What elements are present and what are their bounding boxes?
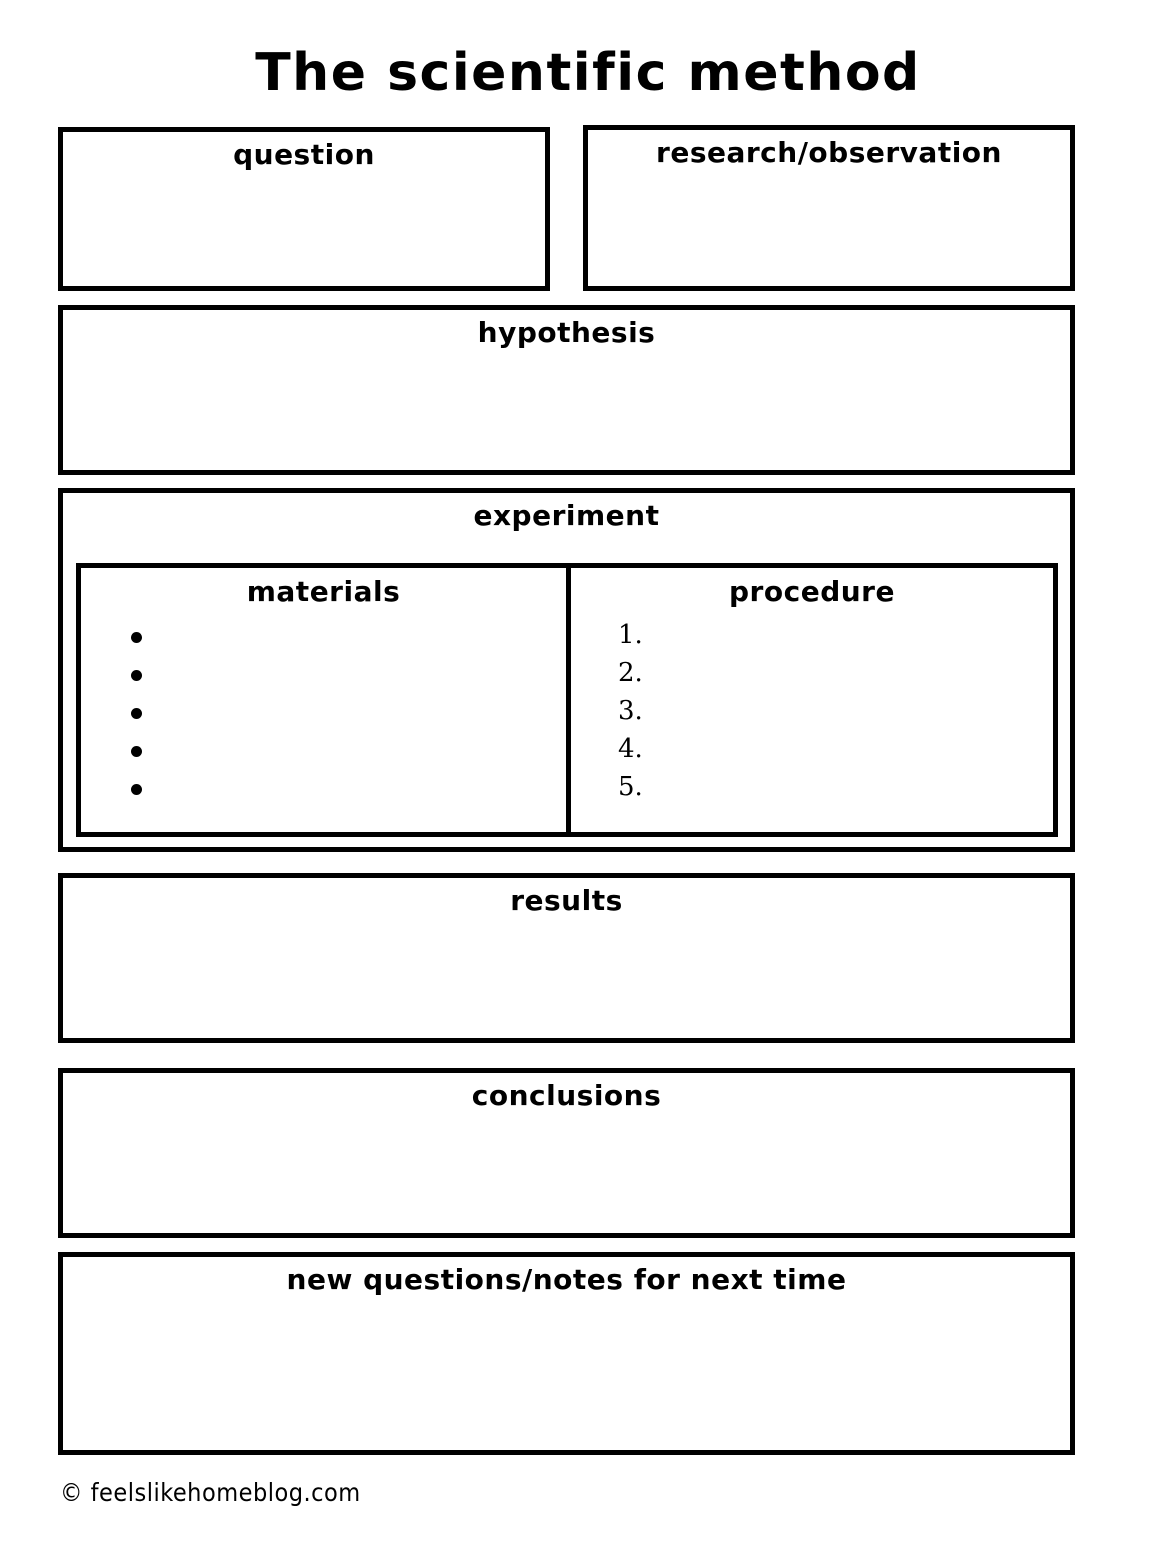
bullet-icon (131, 746, 142, 757)
section-experiment[interactable]: experiment materials procedure 1. 2. 3. (58, 488, 1075, 852)
bullet-icon (131, 784, 142, 795)
section-hypothesis[interactable]: hypothesis (58, 305, 1075, 475)
section-results-label: results (510, 884, 623, 917)
section-conclusions[interactable]: conclusions (58, 1068, 1075, 1238)
section-results[interactable]: results (58, 873, 1075, 1043)
section-research-observation[interactable]: research/observation (583, 125, 1075, 291)
list-item[interactable]: 4. (618, 734, 643, 764)
list-item[interactable]: 3. (618, 696, 643, 726)
copyright-footer: © feelslikehomeblog.com (60, 1478, 361, 1507)
bullet-icon (131, 632, 142, 643)
list-item[interactable]: 1. (618, 620, 643, 650)
section-research-observation-label: research/observation (656, 136, 1002, 169)
experiment-column-materials[interactable]: materials (81, 568, 566, 832)
section-conclusions-label: conclusions (471, 1079, 662, 1112)
list-item[interactable]: 5. (618, 772, 643, 802)
section-new-questions-label: new questions/notes for next time (286, 1263, 847, 1296)
bullet-icon (131, 670, 142, 681)
section-hypothesis-label: hypothesis (477, 316, 656, 349)
page-title: The scientific method (255, 43, 921, 103)
bullet-icon (131, 708, 142, 719)
experiment-procedure-label: procedure (729, 575, 895, 608)
procedure-number-list: 1. 2. 3. 4. 5. (618, 616, 643, 806)
section-new-questions[interactable]: new questions/notes for next time (58, 1252, 1075, 1455)
section-question-label: question (233, 138, 375, 171)
list-item[interactable]: 2. (618, 658, 643, 688)
section-question[interactable]: question (58, 127, 550, 291)
section-experiment-label: experiment (473, 499, 660, 532)
experiment-materials-label: materials (246, 575, 401, 608)
experiment-inner-grid: materials procedure 1. 2. 3. 4. 5. (76, 563, 1058, 837)
experiment-column-procedure[interactable]: procedure 1. 2. 3. 4. 5. (566, 568, 1053, 832)
